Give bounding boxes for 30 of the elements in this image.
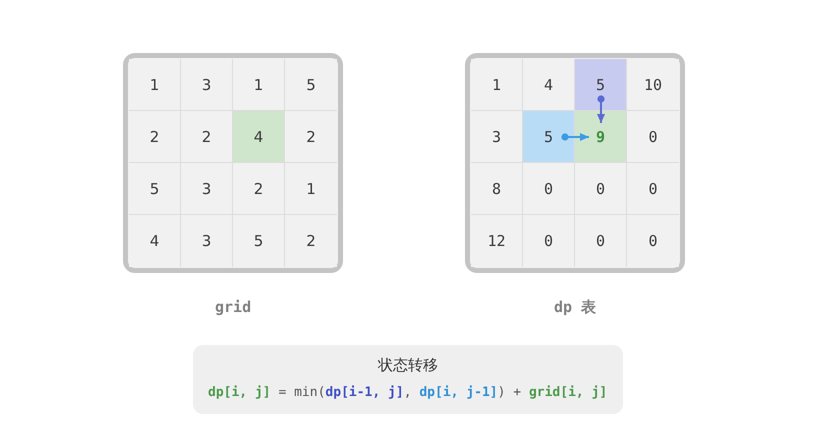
- table-cell: 1: [471, 59, 523, 111]
- arrow: [561, 133, 589, 141]
- table-cell: 5: [523, 111, 575, 163]
- box-title: 状态转移: [376, 355, 439, 375]
- table-cell: 4: [523, 59, 575, 111]
- table-cell: 0: [523, 163, 575, 215]
- table-cell: 1: [233, 59, 285, 111]
- table-cell: 10: [627, 59, 679, 111]
- table-cell: 5: [129, 163, 181, 215]
- table-frame: [465, 53, 685, 273]
- table-cell: 5: [575, 59, 627, 111]
- table-cell: 1: [129, 59, 181, 111]
- table-cell: 2: [233, 163, 285, 215]
- table-cell: 4: [129, 215, 181, 267]
- table-cell: 4: [233, 111, 285, 163]
- table-label: grid: [215, 297, 252, 317]
- table-cell: 2: [129, 111, 181, 163]
- table-cell: 5: [285, 59, 337, 111]
- table-cell: 9: [575, 111, 627, 163]
- table-cell: 12: [471, 215, 523, 267]
- table-frame: [123, 53, 343, 273]
- table-cell: 2: [181, 111, 233, 163]
- table-cell: 3: [181, 59, 233, 111]
- arrow: [597, 95, 605, 123]
- table-cell: 3: [181, 163, 233, 215]
- table-cell: 0: [575, 163, 627, 215]
- table-label: dp 表: [554, 297, 596, 317]
- formula: dp[i, j] = min(dp[i-1, j], dp[i, j-1]) + grid[i, j]: [208, 384, 608, 402]
- table-cell: 3: [471, 111, 523, 163]
- table-cell: 8: [471, 163, 523, 215]
